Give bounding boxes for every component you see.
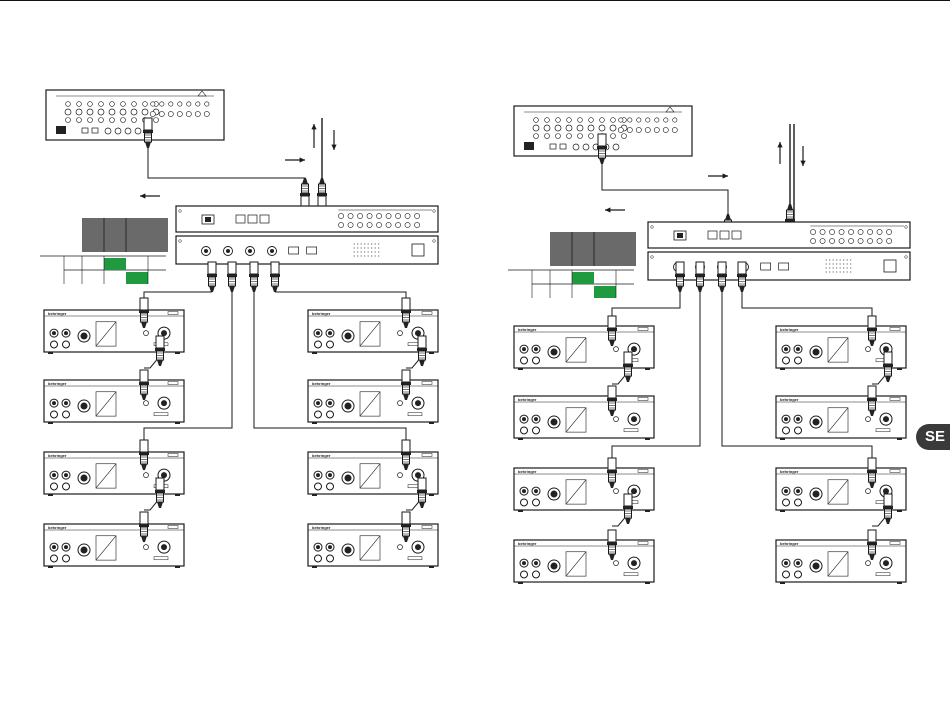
cable-out-4 xyxy=(275,292,406,298)
xlr-connector-icon xyxy=(417,478,427,508)
svg-text:behringer: behringer xyxy=(312,311,331,316)
xlr-connector-icon xyxy=(155,336,165,366)
xlr-connector-icon xyxy=(300,178,310,208)
arrow-right xyxy=(708,173,728,178)
power-amplifier-icon: behringer xyxy=(308,524,438,568)
routing-grid xyxy=(40,218,168,284)
xlr-connector-icon xyxy=(597,134,607,164)
xlr-connector-icon xyxy=(883,352,893,382)
power-amplifier-icon: behringer xyxy=(308,380,438,424)
power-amplifier-icon: behringer xyxy=(514,468,654,512)
xlr-connector-icon xyxy=(623,352,633,382)
xlr-connector-icon xyxy=(717,262,727,292)
language-badge: SE xyxy=(916,424,950,450)
xlr-connector-icon xyxy=(675,262,685,292)
xlr-connector-icon xyxy=(623,494,633,524)
svg-text:behringer: behringer xyxy=(780,541,799,546)
xlr-connector-icon xyxy=(249,262,259,292)
arrow-up xyxy=(311,124,316,148)
xlr-connector-icon xyxy=(737,262,747,292)
xlr-connector-icon xyxy=(155,478,165,508)
xlr-connector-icon xyxy=(695,262,705,292)
svg-text:behringer: behringer xyxy=(48,381,67,386)
arrow-down xyxy=(800,146,805,166)
svg-text:behringer: behringer xyxy=(780,327,799,332)
svg-text:behringer: behringer xyxy=(780,469,799,474)
cable-mixer-to-hub xyxy=(148,138,305,190)
xlr-connector-icon xyxy=(317,178,327,208)
svg-text:behringer: behringer xyxy=(48,525,67,530)
xlr-connector-icon xyxy=(143,118,153,148)
cable-out-4 xyxy=(742,292,872,316)
svg-text:behringer: behringer xyxy=(312,525,331,530)
svg-text:behringer: behringer xyxy=(518,327,537,332)
power-amplifier-icon: behringer xyxy=(44,380,184,424)
cable-out-1 xyxy=(612,292,680,316)
xlr-connector-icon xyxy=(417,336,427,366)
network-hub-rack xyxy=(648,222,910,280)
stage-box-mixer xyxy=(46,90,224,140)
svg-text:behringer: behringer xyxy=(518,397,537,402)
xlr-connector-icon xyxy=(270,262,280,292)
arrow-left xyxy=(605,207,625,212)
power-amplifier-icon: behringer xyxy=(776,396,906,440)
arrow-up xyxy=(777,142,782,164)
svg-text:behringer: behringer xyxy=(518,469,537,474)
svg-text:behringer: behringer xyxy=(780,397,799,402)
xlr-connector-icon xyxy=(207,262,217,292)
power-amplifier-icon: behringer xyxy=(514,540,654,584)
xlr-connector-icon xyxy=(227,262,237,292)
svg-text:behringer: behringer xyxy=(312,453,331,458)
cable-mixer-to-hub xyxy=(602,154,728,222)
cable-out-1 xyxy=(144,292,212,298)
xlr-connector-icon xyxy=(883,494,893,524)
svg-text:behringer: behringer xyxy=(518,541,537,546)
svg-text:behringer: behringer xyxy=(312,381,331,386)
right-diagram: behringer behringer behringer behringer behr… xyxy=(508,106,910,584)
left-diagram: behringer behringer behringer behringer behr… xyxy=(40,90,438,568)
routing-grid xyxy=(508,232,636,298)
power-amplifier-icon: behringer xyxy=(44,524,184,568)
svg-text:behringer: behringer xyxy=(48,311,67,316)
power-amplifier-icon: behringer xyxy=(514,396,654,440)
svg-text:behringer: behringer xyxy=(48,453,67,458)
network-hub-rack xyxy=(176,206,438,264)
arrow-right xyxy=(285,157,305,162)
power-amplifier-icon: behringer xyxy=(514,326,654,370)
power-amplifier-icon: behringer xyxy=(776,540,906,584)
arrow-left xyxy=(140,193,160,198)
arrow-down xyxy=(331,130,336,150)
